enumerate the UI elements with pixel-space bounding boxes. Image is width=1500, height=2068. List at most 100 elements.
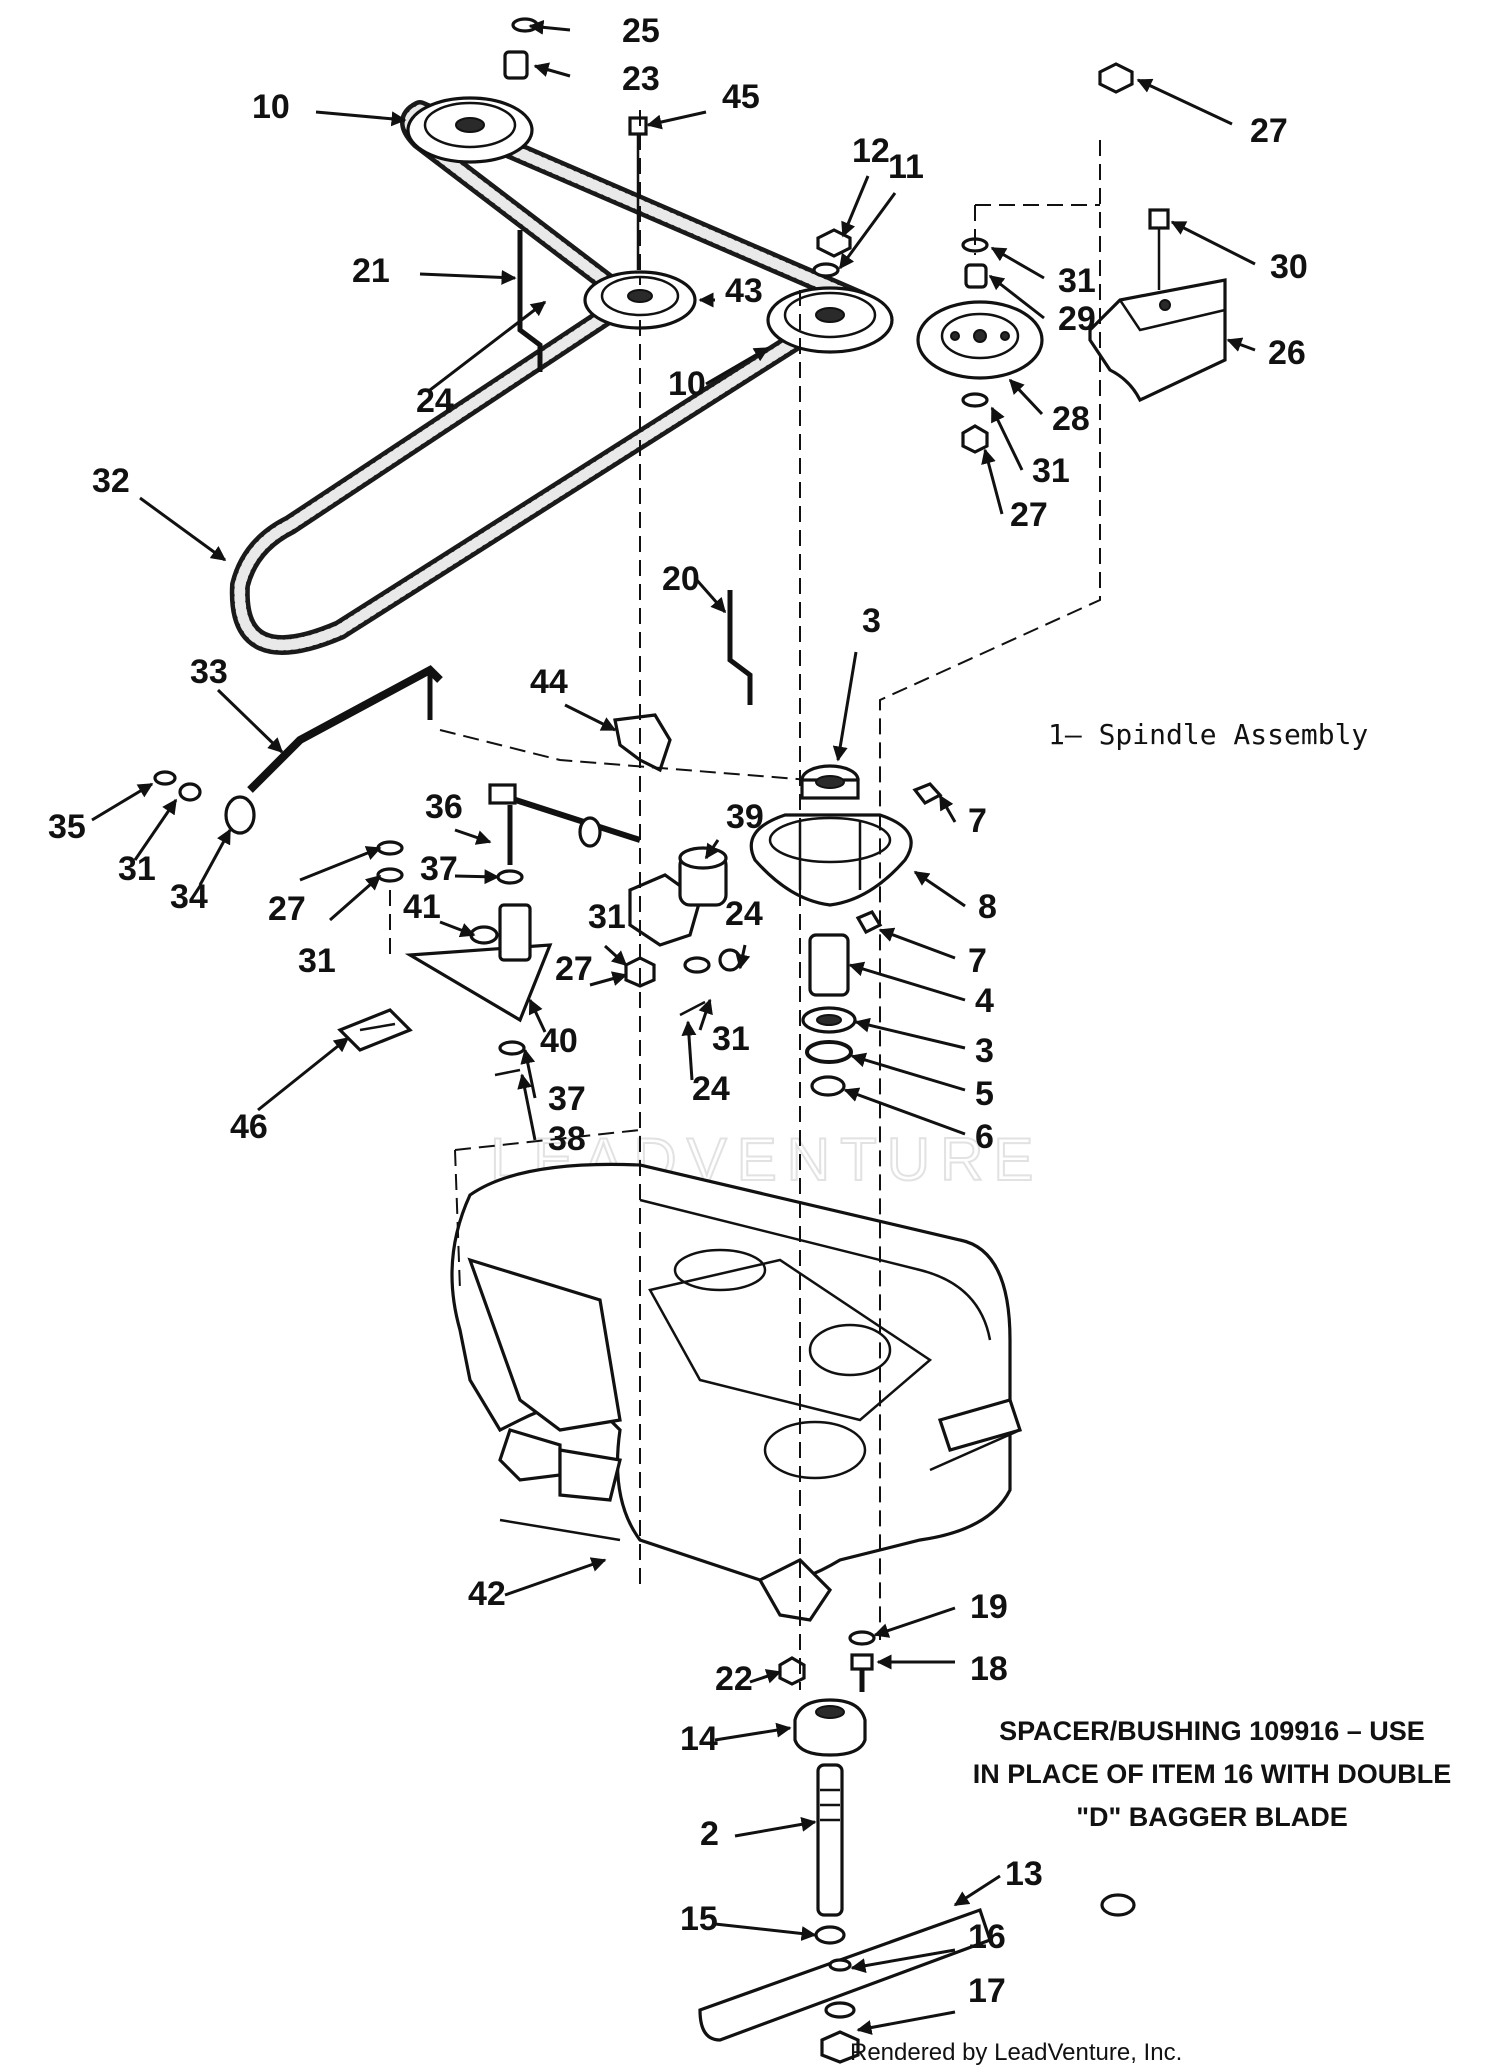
callout-45: 45	[646, 78, 760, 130]
callout-label: 24	[692, 1070, 730, 1108]
callout-3: 3	[854, 1017, 994, 1070]
assembly-lines	[389, 110, 1101, 1690]
callout-8: 8	[913, 870, 997, 926]
callout-7: 7	[938, 794, 987, 840]
callout-label: 35	[48, 808, 86, 846]
callout-label: 31	[588, 898, 626, 936]
drive-belt	[229, 100, 870, 655]
callout-label: 6	[975, 1118, 994, 1156]
callout-leader-line	[838, 192, 897, 270]
note-line-3: "D" BAGGER BLADE	[1076, 1802, 1348, 1832]
callout-19: 19	[873, 1588, 1008, 1638]
callout-26: 26	[1226, 334, 1306, 372]
callout-18: 18	[876, 1650, 1008, 1688]
bracket-44	[613, 713, 672, 773]
callout-leader-line	[698, 998, 713, 1031]
callout-label: 23	[622, 60, 660, 98]
lever-33	[153, 665, 443, 835]
callout-27: 27	[555, 950, 628, 988]
callout-label: 37	[420, 850, 458, 888]
callout-leader-line	[856, 2010, 956, 2035]
callout-46: 46	[230, 1036, 350, 1146]
callout-15: 15	[680, 1900, 817, 1941]
legend-spindle-assembly: 1— Spindle Assembly	[1048, 718, 1368, 751]
footer-credit: Rendered by LeadVenture, Inc.	[850, 2039, 1182, 2066]
callout-leader-line	[1226, 337, 1256, 352]
callout-leader-line	[504, 1557, 607, 1597]
callout-leader-line	[216, 688, 284, 754]
callout-leader-line	[734, 1816, 817, 1838]
bagger-blade-note: SPACER/BUSHING 109916 – USE IN PLACE OF …	[973, 1716, 1452, 1832]
callout-leader-line	[139, 496, 227, 562]
callout-14: 14	[680, 1720, 792, 1758]
callout-27: 27	[1136, 78, 1288, 150]
callout-11: 11	[838, 148, 924, 270]
note-line-2: IN PLACE OF ITEM 16 WITH DOUBLE	[973, 1759, 1452, 1789]
callout-label: 31	[712, 1020, 750, 1058]
callout-label: 40	[540, 1022, 578, 1060]
callout-2: 2	[700, 1815, 817, 1853]
callout-31: 31	[588, 898, 628, 967]
callout-label: 3	[862, 602, 881, 640]
callout-leader-line	[938, 794, 957, 823]
callout-label: 19	[970, 1588, 1008, 1626]
callout-label: 27	[268, 890, 306, 928]
callout-10: 10	[668, 346, 770, 403]
rod-20	[727, 590, 753, 705]
callout-39: 39	[704, 798, 764, 860]
callout-label: 27	[1250, 112, 1288, 150]
callout-label: 38	[548, 1120, 586, 1158]
callout-leader-line	[850, 1052, 966, 1092]
callout-leader-line	[589, 971, 628, 987]
callout-leader-line	[646, 110, 707, 130]
callout-label: 21	[352, 252, 390, 290]
callout-leader-line	[454, 869, 500, 885]
callout-label: 42	[468, 1575, 506, 1613]
callout-label: 28	[1052, 400, 1090, 438]
callout-label: 41	[403, 888, 441, 926]
callout-leader-line	[832, 651, 858, 762]
hardware-top	[503, 17, 1170, 454]
callout-leader-line	[528, 19, 571, 35]
callout-leader-line	[533, 62, 571, 78]
pulley-10-lower	[766, 286, 894, 354]
callout-leader-line	[714, 1922, 817, 1941]
callout-label: 3	[975, 1032, 994, 1070]
callout-leader-line	[714, 1722, 792, 1742]
callout-label: 31	[298, 942, 336, 980]
callout-leader-line	[843, 1087, 966, 1136]
note-line-1: SPACER/BUSHING 109916 – USE	[999, 1716, 1425, 1746]
callout-label: 2	[700, 1815, 719, 1853]
pulley-28	[916, 300, 1044, 380]
callout-27: 27	[268, 846, 382, 928]
callout-label: 16	[968, 1918, 1006, 1956]
callout-label: 34	[170, 878, 208, 916]
callout-leader-line	[91, 782, 154, 822]
callout-35: 35	[48, 782, 154, 846]
callout-12: 12	[841, 132, 890, 238]
callout-leader-line	[315, 110, 407, 127]
callout-leader-line	[693, 577, 727, 614]
callout-label: 26	[1268, 334, 1306, 372]
callout-16: 16	[850, 1918, 1006, 1974]
callout-leader-line	[873, 1606, 956, 1638]
callout-24: 24	[725, 895, 763, 970]
callout-13: 13	[953, 1855, 1043, 1907]
callout-label: 8	[978, 888, 997, 926]
callout-25: 25	[528, 12, 660, 50]
callout-21: 21	[352, 252, 517, 290]
callout-label: 7	[968, 942, 987, 980]
callout-label: 5	[975, 1075, 994, 1113]
callout-23: 23	[533, 60, 660, 98]
callout-41: 41	[403, 888, 476, 938]
callout-label: 27	[1010, 496, 1048, 534]
callout-4: 4	[848, 961, 994, 1020]
mower-deck	[450, 1162, 1023, 1622]
callout-leader-line	[1136, 78, 1233, 126]
callout-30: 30	[1170, 220, 1308, 286]
callout-label: 17	[968, 1972, 1006, 2010]
callout-10: 10	[252, 88, 407, 127]
callout-3: 3	[832, 602, 881, 762]
callout-label: 30	[1270, 248, 1308, 286]
callout-37: 37	[420, 850, 500, 888]
